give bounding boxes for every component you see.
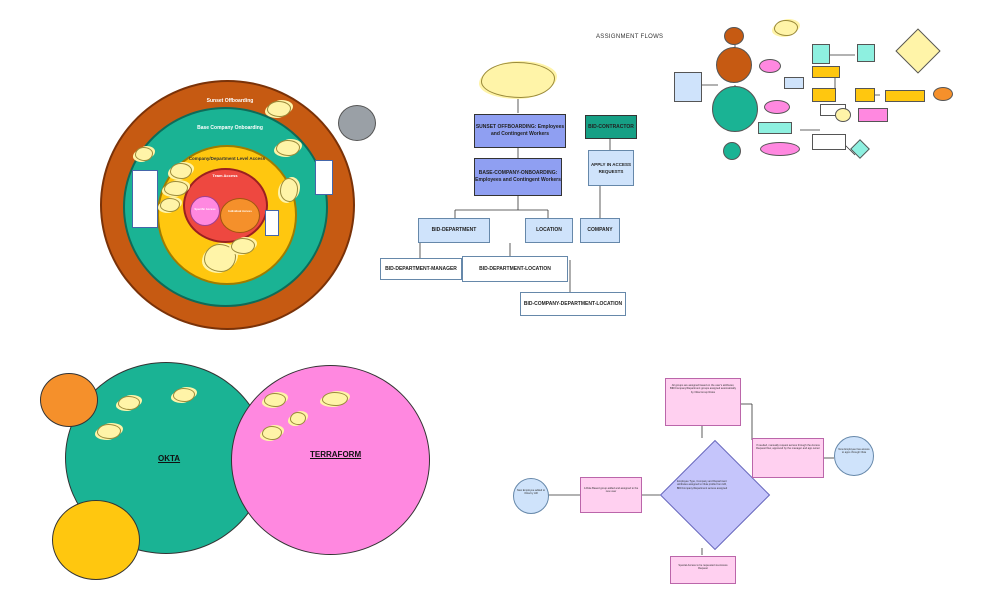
venn-cloud xyxy=(322,392,348,406)
step-1-text: A Role Based group added and assigned to… xyxy=(583,487,639,494)
onion-note-box xyxy=(132,170,158,228)
flow-start-cloud xyxy=(481,62,555,98)
company-box: COMPANY xyxy=(580,218,620,243)
onion-note-box xyxy=(206,72,226,78)
onion-note-cloud xyxy=(280,178,298,202)
venn-cloud xyxy=(290,412,306,425)
base-company-onboarding-box: BASE-COMPANY-ONBOARDING: Employees and C… xyxy=(474,158,562,196)
mini-node-circle xyxy=(933,87,953,101)
mini-node-box xyxy=(674,72,702,102)
end-node-text: New Employee has access to apps through … xyxy=(838,448,870,455)
onion-note-cloud xyxy=(170,163,192,179)
mini-node-circle xyxy=(723,142,741,160)
bottom-box: Special Access to be requested via Acces… xyxy=(670,556,736,584)
mini-node-box xyxy=(885,90,925,102)
venn-cloud xyxy=(97,424,121,439)
venn-cloud xyxy=(264,393,286,407)
onion-inner-orange-label: Individual Access xyxy=(228,209,252,213)
mini-node-circle xyxy=(764,100,790,114)
okta-label: OKTA xyxy=(158,454,181,463)
onion-satellite-circle xyxy=(338,105,376,141)
mini-node-box xyxy=(857,44,875,62)
assignment-flows-title: ASSIGNMENT FLOWS xyxy=(596,34,664,40)
bid-company-department-location-box: BID-COMPANY-DEPARTMENT-LOCATION xyxy=(520,292,626,316)
start-node xyxy=(513,478,549,514)
mini-node-circle xyxy=(724,27,744,45)
onion-note-box xyxy=(265,210,279,236)
onion-inner-orange xyxy=(220,198,260,233)
mini-node-box xyxy=(855,88,875,102)
location-box: LOCATION xyxy=(525,218,573,243)
top-box-text: All groups are assigned based on the use… xyxy=(669,384,737,394)
mini-node-circle xyxy=(760,142,800,156)
onion-note-cloud xyxy=(204,244,236,272)
onion-note-cloud xyxy=(164,181,188,196)
mini-node-circle xyxy=(712,86,758,132)
side-box-text: If needed, manually request access throu… xyxy=(756,444,820,451)
onion-inner-pink xyxy=(190,196,220,226)
mini-node-circle xyxy=(716,47,752,83)
mini-node-box xyxy=(758,122,792,134)
bottom-box-text: Special Access to be requested via Acces… xyxy=(678,564,728,571)
onion-note-cloud xyxy=(231,238,255,254)
onion-note-cloud xyxy=(160,198,180,212)
venn-cloud xyxy=(173,388,195,402)
mini-cloud xyxy=(774,20,798,36)
bid-department-box: BID-DEPARTMENT xyxy=(418,218,490,243)
onion-note-cloud xyxy=(267,101,291,117)
yellow-satellite-circle xyxy=(52,500,140,580)
decision-text: Employee Type, Company and Department at… xyxy=(676,480,728,490)
step-1-box: A Role Based group added and assigned to… xyxy=(580,477,642,513)
bid-department-manager-box: BID-DEPARTMENT-MANAGER xyxy=(380,258,462,280)
apply-access-requests-box: APPLY IN ACCESS REQUESTS xyxy=(588,150,634,186)
venn-cloud xyxy=(118,396,140,410)
top-box: All groups are assigned based on the use… xyxy=(665,378,741,426)
venn-cloud xyxy=(262,426,282,440)
sunset-offboarding-box: SUNSET OFFBOARDING: Employees and Contin… xyxy=(474,114,566,148)
onion-note-cloud xyxy=(276,140,300,156)
onion-ring-3-label: Company/Department Level Access xyxy=(188,156,266,161)
onion-note-box xyxy=(315,160,333,195)
mini-node-box xyxy=(858,108,888,122)
mini-node-box xyxy=(812,88,836,102)
onion-outer-label: Sunset Offboarding xyxy=(206,98,254,104)
start-node-text: New Employee added to Okta by HR xyxy=(516,489,546,496)
end-node xyxy=(834,436,874,476)
orange-satellite-circle xyxy=(40,373,98,427)
onion-note-cloud xyxy=(135,147,153,161)
side-box: If needed, manually request access throu… xyxy=(752,438,824,478)
onion-core-label: Team Access xyxy=(212,173,238,178)
bid-contractor-box: BID-CONTRACTOR xyxy=(585,115,637,139)
mini-node-box xyxy=(812,66,840,78)
onion-inner-pink-label: Specific Access xyxy=(194,207,216,211)
mini-node-circle xyxy=(759,59,781,73)
mini-node-circle xyxy=(835,108,851,122)
bid-department-location-box: BID-DEPARTMENT-LOCATION xyxy=(462,256,568,282)
mini-node-box xyxy=(812,44,830,64)
mini-node-box xyxy=(812,134,846,150)
onion-ring-2-label: Base Company Onboarding xyxy=(197,125,263,131)
terraform-label: TERRAFORM xyxy=(310,450,362,459)
mini-node-box xyxy=(784,77,804,89)
